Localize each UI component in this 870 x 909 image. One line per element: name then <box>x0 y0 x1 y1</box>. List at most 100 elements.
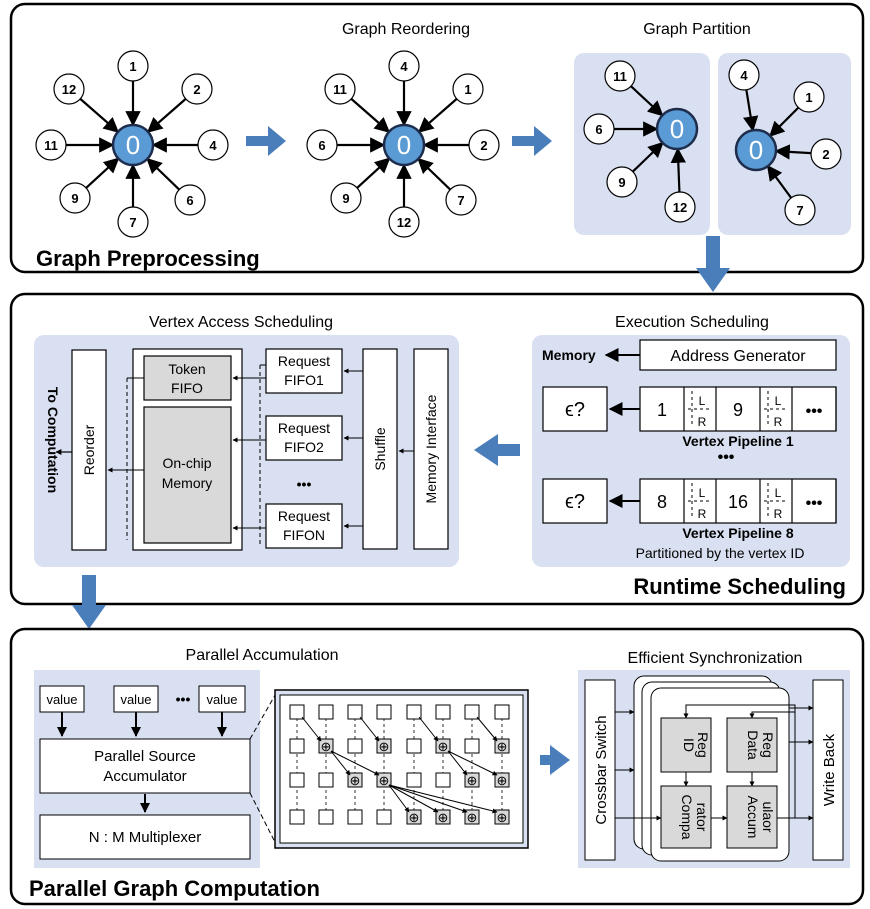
adder-cell <box>494 772 510 788</box>
graph-vertex <box>445 184 477 216</box>
token-label: Token <box>168 361 205 377</box>
efficient-synchronization-label: Efficient Synchronization <box>628 650 803 667</box>
adder-symbol: ⊕ <box>379 773 390 788</box>
pipeline-more-ellipsis: ••• <box>806 403 823 420</box>
accumulate-edge <box>388 784 468 813</box>
vertex-access-scheduling-label: Vertex Access Scheduling <box>149 314 333 331</box>
request-fifo2-label: Request <box>278 420 330 436</box>
graph-edge <box>417 157 451 191</box>
graph-edge <box>417 98 458 133</box>
write-back-block <box>812 679 844 861</box>
grid-cell <box>289 809 305 825</box>
center-vertex <box>734 128 778 172</box>
to-computation-label: To Computation <box>45 387 61 493</box>
write-back-label: Write Back <box>821 733 838 806</box>
accumulation-grid: ⊕⊕⊕⊕⊕⊕⊕⊕⊕⊕⊕⊕ <box>289 704 510 825</box>
lr-left-label: L <box>699 486 706 500</box>
accumulate-edge <box>418 716 439 742</box>
adder-cell <box>435 809 451 825</box>
adder-symbol: ⊕ <box>467 773 478 788</box>
graph-vertex-label: 2 <box>193 82 200 97</box>
value-box-1 <box>39 685 85 713</box>
graph-edge <box>146 98 187 133</box>
adder-cell <box>464 809 480 825</box>
graph-vertex <box>604 60 636 92</box>
graph-vertex <box>583 113 615 145</box>
graph-vertex-label: 4 <box>209 138 217 153</box>
value-box-2 <box>113 685 159 713</box>
pipeline-more-ellipsis: ••• <box>806 495 823 512</box>
lr-left-label: L <box>775 394 782 408</box>
grid-cell <box>347 738 363 754</box>
grid-cell <box>347 704 363 720</box>
center-vertex-label: 0 <box>749 135 763 165</box>
lr-left-label: L <box>699 394 706 408</box>
crossbar-label: Crossbar Switch <box>593 715 610 824</box>
data-reg-label-1: Data <box>745 730 761 760</box>
graph-edge <box>350 98 391 133</box>
graph-vertex-label: 9 <box>342 191 349 206</box>
grid-cell <box>435 772 451 788</box>
lr-right-label: R <box>774 415 783 429</box>
reorder-block <box>71 349 107 551</box>
grid-cell <box>464 704 480 720</box>
graph-reordering-label: Graph Reordering <box>342 21 470 38</box>
adder-cell <box>435 738 451 754</box>
graph-edge <box>632 141 664 173</box>
comparator-label-1: Compa <box>679 794 695 839</box>
adder-symbol: ⊕ <box>321 739 332 754</box>
reorder-label: Reorder <box>81 424 97 475</box>
accumulate-edge <box>447 750 498 776</box>
crossbar-switch-block <box>584 679 616 861</box>
graph-edge <box>79 98 120 133</box>
accumulate-edge <box>388 784 410 813</box>
epsilon-check-block <box>542 386 608 432</box>
graph-vertex-label: 12 <box>397 215 411 230</box>
center-vertex <box>655 107 699 151</box>
adder-symbol: ⊕ <box>379 739 390 754</box>
grid-cell <box>318 772 334 788</box>
center-vertex-label: 0 <box>397 130 411 160</box>
memory-label: Memory <box>162 475 213 491</box>
graph-edge <box>85 157 120 189</box>
flow-arrow-left <box>474 434 520 466</box>
data-reg-block <box>726 717 778 773</box>
adder-symbol: ⊕ <box>497 739 508 754</box>
grid-cell <box>406 772 422 788</box>
graph-vertex <box>59 182 91 214</box>
value-label-2: value <box>120 692 151 707</box>
parallel-accumulation-label: Parallel Accumulation <box>186 647 339 664</box>
data-reg-label-2: Reg <box>760 732 776 758</box>
memory-interface-label: Memory Interface <box>423 394 439 503</box>
graph-vertex <box>330 182 362 214</box>
vertex-access-connections <box>107 364 414 545</box>
epsilon-check-label: ϵ? <box>565 399 585 421</box>
accumulator-label-2: ulaor <box>760 801 776 832</box>
accumulator-label-1: Accum <box>745 796 761 839</box>
graph-vertex <box>174 184 206 216</box>
adder-cell <box>406 809 422 825</box>
graph-vertex-label: 6 <box>595 122 602 137</box>
value-ellipsis: ••• <box>176 691 191 707</box>
center-vertex <box>382 123 426 167</box>
adder-symbol: ⊕ <box>438 739 449 754</box>
graph-vertex <box>324 73 356 105</box>
request-fifon-name: FIFON <box>283 527 325 543</box>
grid-cell <box>289 772 305 788</box>
graph-preprocessing-title: Graph Preprocessing <box>36 246 260 271</box>
pipeline-label: Vertex Pipeline 1 <box>682 433 793 449</box>
adder-cell <box>464 772 480 788</box>
pipeline-stage-row <box>639 386 837 432</box>
accumulate-edge <box>330 750 380 776</box>
graph-vertex-label: 9 <box>71 191 78 206</box>
parallel-graph-computation-title: Parallel Graph Computation <box>29 876 320 901</box>
value-label-1: value <box>46 692 77 707</box>
request-fifo1-label: Request <box>278 353 330 369</box>
grid-cell <box>376 809 392 825</box>
grid-cell <box>318 809 334 825</box>
